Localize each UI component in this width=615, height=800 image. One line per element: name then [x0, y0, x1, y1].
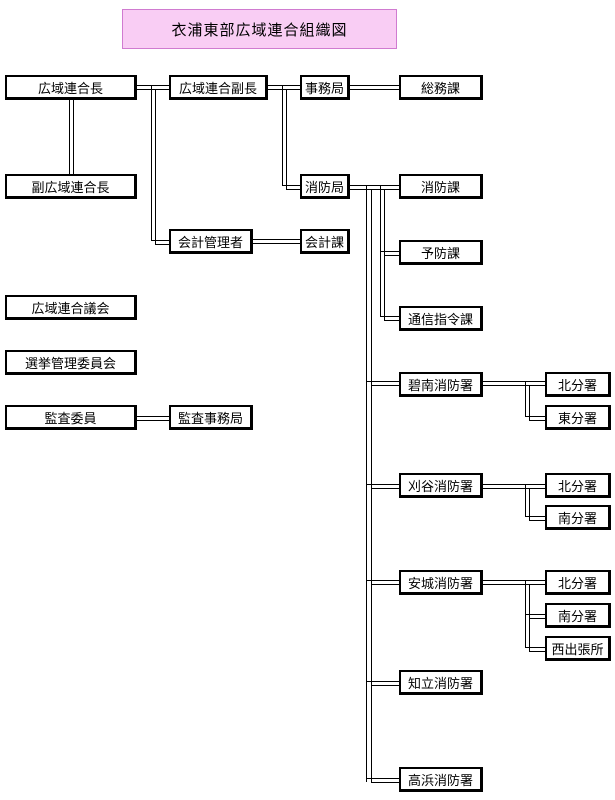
connector: [282, 185, 300, 186]
node-dispatch-section: 通信指令課: [399, 306, 483, 331]
connector: [529, 489, 530, 520]
connector: [371, 584, 399, 585]
connector: [69, 99, 70, 175]
node-hekinan-north: 北分署: [545, 372, 611, 397]
connector: [371, 385, 399, 386]
connector: [482, 484, 545, 485]
connector: [151, 86, 152, 240]
node-election-committee: 選挙管理委員会: [5, 350, 137, 375]
connector: [73, 99, 74, 175]
connector: [349, 89, 399, 90]
node-vice-chief-1: 副広域連合長: [5, 174, 137, 199]
connector: [384, 320, 399, 321]
connector: [380, 251, 399, 252]
node-prevention-section: 予防課: [399, 240, 483, 265]
connector: [366, 580, 399, 581]
connector: [267, 89, 300, 90]
connector: [525, 485, 526, 516]
connector: [529, 618, 545, 619]
connector: [482, 381, 545, 382]
node-accounting-section: 会計課: [300, 229, 350, 254]
connector: [136, 420, 169, 421]
node-anjo-south: 南分署: [545, 603, 611, 628]
node-accounting-manager: 会計管理者: [169, 229, 253, 254]
connector: [482, 385, 545, 386]
connector: [482, 580, 545, 581]
connector: [482, 584, 545, 585]
node-chief: 広域連合長: [5, 75, 137, 100]
connector: [529, 386, 530, 420]
node-hekinan-east: 東分署: [545, 405, 611, 430]
connector: [282, 86, 283, 185]
connector: [380, 316, 399, 317]
node-chiryu-station: 知立消防署: [399, 670, 483, 695]
node-fire-section: 消防課: [399, 174, 483, 199]
connector: [349, 189, 399, 190]
connector: [155, 90, 156, 244]
node-audit-committee: 監査委員: [5, 405, 137, 430]
node-anjo-north: 北分署: [545, 570, 611, 595]
connector: [525, 614, 545, 615]
connector: [366, 778, 399, 779]
node-audit-office: 監査事務局: [169, 405, 253, 430]
connector: [349, 185, 399, 186]
node-anjo-nishide: 西出張所: [545, 636, 611, 661]
node-fire-bureau: 消防局: [300, 174, 350, 199]
connector: [155, 244, 169, 245]
connector: [252, 243, 300, 244]
connector: [525, 416, 545, 417]
connector: [366, 381, 399, 382]
connector: [529, 520, 545, 521]
node-takahama-station: 高浜消防署: [399, 767, 483, 792]
chart-title: 衣浦東部広域連合組織図: [122, 9, 397, 49]
node-anjo-station: 安城消防署: [399, 570, 483, 595]
connector: [286, 90, 287, 189]
connector: [525, 516, 545, 517]
connector: [482, 488, 545, 489]
connector: [267, 85, 300, 86]
connector: [366, 484, 399, 485]
node-hekinan-station: 碧南消防署: [399, 372, 483, 397]
connector: [371, 685, 399, 686]
connector: [529, 651, 545, 652]
connector: [525, 382, 526, 416]
connector: [371, 190, 372, 782]
node-kariya-north: 北分署: [545, 473, 611, 498]
connector: [529, 420, 545, 421]
connector: [151, 240, 169, 241]
node-vice-chief-2: 広域連合副長: [169, 75, 268, 100]
connector: [286, 189, 300, 190]
connector: [384, 255, 399, 256]
node-secretariat: 事務局: [300, 75, 350, 100]
connector: [252, 239, 300, 240]
connector: [525, 647, 545, 648]
connector: [136, 85, 169, 86]
connector: [366, 681, 399, 682]
node-kariya-south: 南分署: [545, 505, 611, 530]
connector: [371, 782, 399, 783]
node-general-affairs: 総務課: [399, 75, 483, 100]
connector: [349, 85, 399, 86]
connector: [371, 488, 399, 489]
connector: [136, 416, 169, 417]
node-kariya-station: 刈谷消防署: [399, 473, 483, 498]
node-assembly: 広域連合議会: [5, 295, 137, 320]
connector: [136, 89, 169, 90]
